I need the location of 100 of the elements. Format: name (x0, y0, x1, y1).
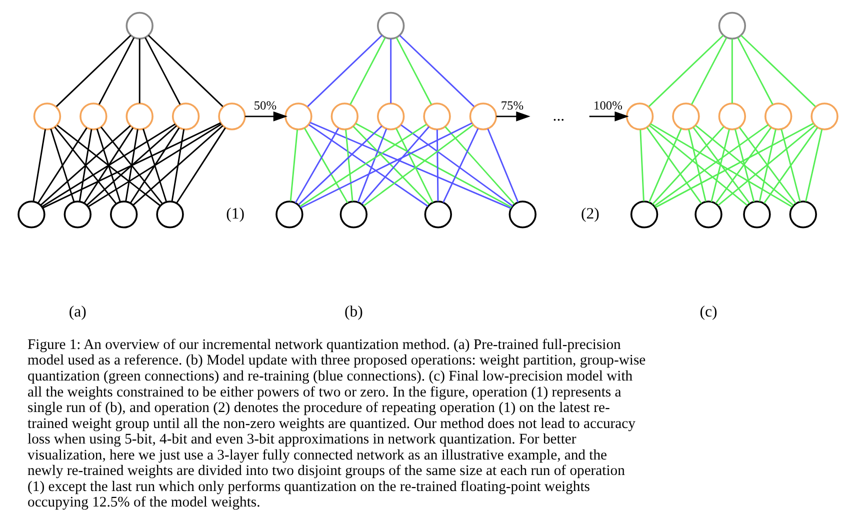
node-circle (424, 200, 452, 228)
connector (395, 37, 432, 105)
node-text: ... (552, 108, 564, 125)
connector (354, 122, 512, 208)
node-circle (339, 200, 367, 228)
connector (646, 127, 702, 204)
connector (144, 37, 180, 105)
connector (54, 126, 116, 204)
edge-label: 50% (253, 98, 276, 112)
connector (736, 37, 773, 105)
connector (694, 124, 794, 206)
node-circle (171, 102, 200, 130)
arrow (244, 111, 288, 122)
connector (50, 128, 74, 202)
node-circle (275, 200, 303, 228)
label: (c) (699, 304, 717, 321)
connector (124, 129, 138, 202)
connector (303, 128, 348, 204)
connector (87, 124, 222, 208)
node-circle (630, 200, 658, 228)
node-circle (218, 102, 246, 130)
connector (648, 128, 682, 202)
connector (650, 123, 792, 208)
connector (390, 38, 392, 104)
connector (300, 122, 472, 208)
node-circle (376, 102, 404, 130)
connector (804, 129, 822, 202)
connector (648, 34, 724, 107)
connector (306, 34, 382, 107)
connector (356, 128, 387, 202)
node-circle (694, 200, 722, 228)
connector (349, 37, 386, 105)
connector (132, 125, 223, 206)
node-circle (330, 102, 358, 130)
connector (96, 128, 120, 202)
node-circle (284, 102, 312, 130)
connector (40, 125, 130, 206)
connector (344, 130, 353, 202)
connector (654, 122, 814, 208)
connector (442, 128, 478, 203)
connector (298, 126, 382, 206)
connector (710, 129, 730, 202)
connector (294, 128, 339, 204)
connector (56, 124, 160, 206)
node-circle (508, 200, 536, 228)
connector (648, 124, 748, 206)
label: (1) (226, 206, 244, 223)
connector (129, 127, 180, 204)
label: (b) (344, 304, 362, 321)
connector (436, 130, 438, 202)
node-circle (672, 102, 700, 130)
connector (690, 37, 727, 105)
connector (100, 126, 162, 204)
connector (147, 34, 223, 107)
edge-label: 100% (593, 98, 622, 112)
arrow (588, 111, 628, 122)
connector (730, 38, 732, 104)
node-circle (810, 102, 838, 130)
connector (83, 127, 134, 204)
node-circle (788, 200, 816, 228)
node-circle (109, 200, 138, 228)
node-circle (468, 102, 497, 130)
node-circle (764, 102, 792, 130)
edge-label: 75% (500, 98, 524, 112)
connector (717, 124, 815, 206)
connector (289, 130, 298, 202)
connector (762, 127, 818, 204)
connector (758, 129, 776, 202)
connector (78, 129, 92, 202)
connector (41, 124, 176, 208)
connector (486, 128, 518, 203)
node-circle (125, 102, 153, 130)
connector (98, 37, 134, 105)
node-circle (79, 102, 107, 130)
node-circle (625, 102, 654, 130)
connector (138, 38, 140, 104)
connector (738, 127, 796, 204)
node-circle (63, 200, 91, 228)
connector (170, 129, 184, 202)
connector (142, 128, 167, 202)
node-circle (718, 102, 746, 130)
label: (2) (580, 206, 599, 223)
node-circle (718, 12, 746, 40)
caption: Figure 1: An overview of our incremental network quantization method. (a) Pre-trained full-precision model used as a reference. (b) Model update with three proposed operations: weight partition, group-wise quantization (green connections) and re-training (blue connections). (c) Final low-precision model with all the weights constrained to be either powers of two or zero. In the figure, operation (1) represents a single run of (b), and operation (2) denotes the procedure of repeating operation (1) on the latest re-trained weight group until all the non-zero weights are quantized. Our method does not lead to accuracy loss when using 5-bit, 4-bit and even 3-bit approximations in network quantization. For better visualization, here we just use a 3-layer fully connected network as an illustrative example, and the newly re-trained weights are divided into two disjoint groups of the same size at each run of operation (1) except the last run which only performs quantization on the re-trained floating-point weights occupying 12.5% of the model weights. (27, 336, 646, 511)
node-circle (32, 102, 61, 130)
connector (688, 129, 706, 202)
connector (400, 124, 513, 207)
connector (86, 125, 177, 206)
connector (32, 129, 46, 202)
connector (734, 129, 754, 202)
node-circle (742, 200, 770, 228)
connector (175, 127, 226, 204)
connector (652, 126, 724, 205)
connector (398, 34, 474, 107)
node-circle (125, 12, 153, 40)
node-circle (422, 102, 450, 130)
node-circle (156, 200, 184, 228)
connector (692, 127, 750, 204)
connector (55, 34, 131, 107)
connector (42, 122, 220, 209)
